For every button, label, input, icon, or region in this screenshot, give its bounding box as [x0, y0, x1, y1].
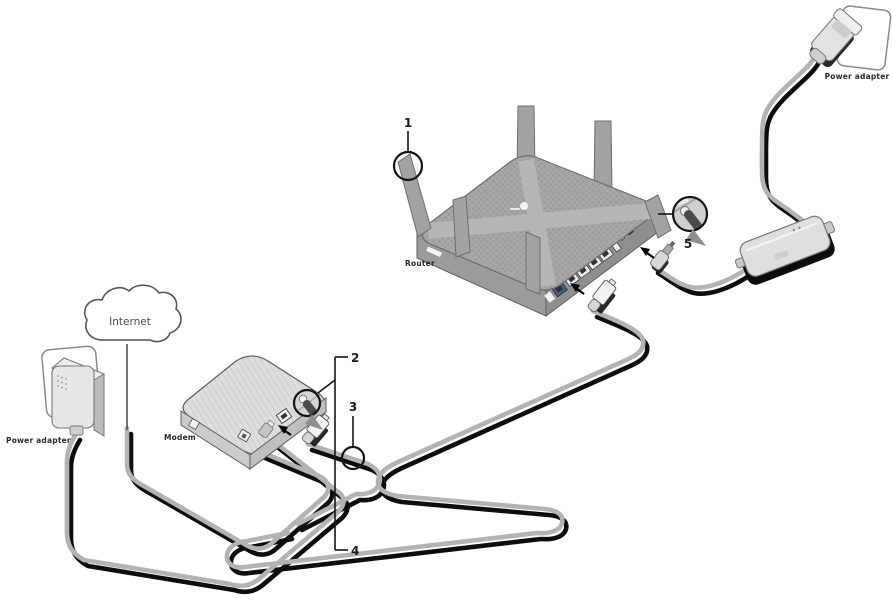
modem-label: Modem: [164, 433, 196, 442]
modem-power-cable-shadow: [68, 437, 350, 595]
dc-power-plug: [650, 240, 676, 274]
internet-cloud: Internet: [83, 284, 182, 343]
power-brick: [734, 215, 835, 285]
callout-3: 3: [340, 400, 366, 471]
router-antenna-mid-left: [452, 195, 471, 258]
router: Router: [397, 105, 672, 317]
tp-link-logo: [510, 202, 528, 210]
callout-2-number: 2: [351, 351, 359, 365]
usb-port: [544, 291, 556, 303]
router-label: Router: [405, 259, 435, 268]
modem-lan-port: [275, 407, 293, 425]
power-adapter-plug-top-right: [809, 8, 863, 68]
modem-power-barrel-plug: [258, 419, 276, 439]
modem-plug-arrow-icon: [278, 425, 292, 436]
ethernet-cable: [224, 308, 646, 570]
callout-1-number: 1: [404, 116, 412, 130]
wan-plug-arrow-icon: [570, 283, 585, 295]
power-adapter-label-top-right: Power adapter: [825, 72, 890, 81]
dc-plug-arrow-icon: [640, 247, 655, 259]
dc-cable-shadow: [655, 270, 755, 296]
modem-dsl-port: [237, 428, 252, 443]
modem-side-port: [187, 417, 201, 431]
wall-outlet-left: Power adapter: [6, 345, 105, 445]
router-antenna-front-center: [525, 231, 541, 295]
callout-5-number: 5: [684, 237, 692, 251]
callout-2: 2 4: [292, 351, 359, 558]
lan-ports: [562, 245, 614, 288]
rj45-connector-router-end: [587, 278, 617, 314]
wall-outlet-top-right: Power adapter: [809, 5, 892, 81]
cables: [64, 55, 821, 589]
router-power-cable-shadow: [763, 61, 825, 240]
adapter-vent-dots: [57, 375, 67, 390]
router-power-cable: [759, 55, 821, 234]
modem-power-cable: [64, 431, 346, 589]
callout-5: 5: [658, 195, 709, 251]
router-antenna-right: [644, 194, 672, 239]
pressing-finger-icon: [683, 210, 703, 231]
cable-shadows: [68, 61, 825, 595]
finger-wedge: [305, 414, 323, 430]
power-adapter-left: [50, 357, 105, 437]
power-adapter-label-left: Power adapter: [6, 436, 71, 445]
router-antennas-front: [397, 153, 672, 295]
internet-label: Internet: [109, 316, 151, 328]
finger-wedge: [686, 229, 706, 246]
ethernet-cable-modem-end: [295, 441, 383, 527]
router-label-sticker: [425, 245, 443, 258]
dc-cable: [651, 264, 751, 290]
callout-4-number: 4: [351, 544, 359, 558]
router-antenna-front-left: [397, 153, 432, 238]
callout-3-number: 3: [349, 400, 357, 414]
callout-1: 1: [392, 116, 424, 182]
